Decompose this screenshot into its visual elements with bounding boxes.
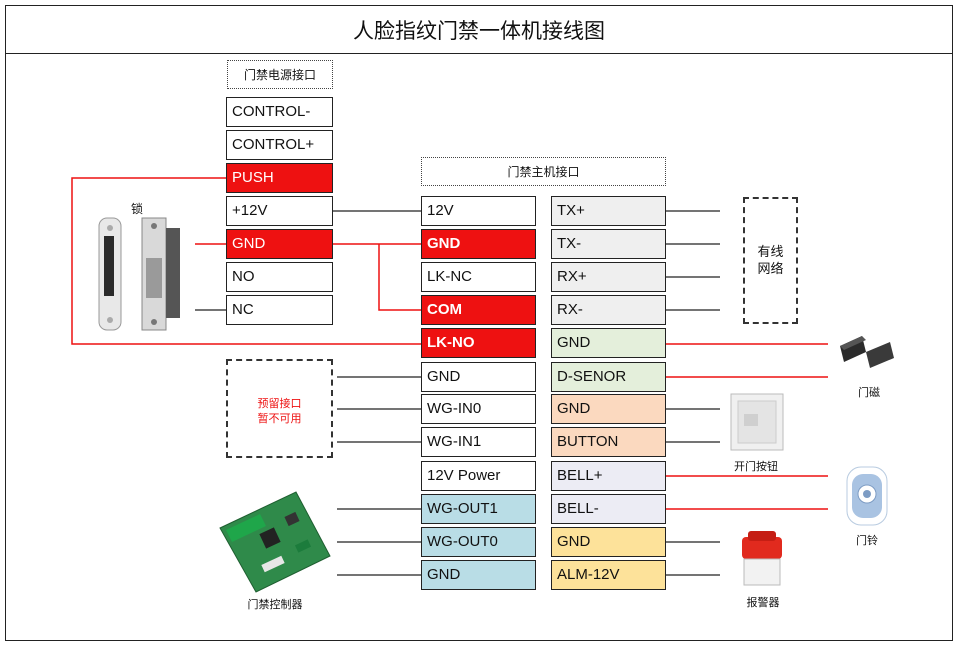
main-terminal-gnd-lock: GND	[421, 229, 536, 259]
exit-button-label: 开门按钮	[734, 460, 778, 473]
main-terminal-12v: 12V	[421, 196, 536, 226]
door-sensor-device	[840, 336, 894, 368]
lock-label: 锁	[131, 202, 144, 216]
main-terminal-tx-plus: TX+	[551, 196, 666, 226]
main-terminal-12v-power: 12V Power	[421, 461, 536, 491]
network-group-box	[743, 197, 798, 324]
reserved-group-box	[226, 359, 333, 458]
main-terminal-rx-plus: RX+	[551, 262, 666, 292]
main-interface-header: 门禁主机接口	[421, 157, 666, 186]
main-terminal-lk-no: LK-NO	[421, 328, 536, 358]
main-terminal-gnd-controller: GND	[421, 560, 536, 590]
main-terminal-alm-12v: ALM-12V	[551, 560, 666, 590]
main-terminal-bell-minus: BELL-	[551, 494, 666, 524]
main-terminal-tx-minus: TX-	[551, 229, 666, 259]
main-terminal-d-senor: D-SENOR	[551, 362, 666, 392]
power-terminal-nc: NC	[226, 295, 333, 325]
lock-device	[98, 217, 180, 331]
power-interface-header: 门禁电源接口	[227, 60, 333, 89]
power-terminal-control-minus: CONTROL-	[226, 97, 333, 127]
network-label: 有线网络	[757, 245, 784, 277]
main-terminal-wg-out0: WG-OUT0	[421, 527, 536, 557]
diagram-title: 人脸指纹门禁一体机接线图	[5, 5, 953, 54]
power-terminal-push: PUSH	[226, 163, 333, 193]
exit-button-device	[730, 393, 784, 451]
alarm-label: 报警器	[746, 596, 780, 609]
power-terminal-no: NO	[226, 262, 333, 292]
main-terminal-rx-minus: RX-	[551, 295, 666, 325]
door-sensor-label: 门磁	[858, 386, 880, 399]
power-terminal-control-plus: CONTROL+	[226, 130, 333, 160]
doorbell-device	[846, 466, 888, 526]
reserved-label: 预留接口暂不可用	[257, 397, 302, 425]
main-terminal-gnd-button: GND	[551, 394, 666, 424]
main-terminal-com: COM	[421, 295, 536, 325]
main-terminal-button: BUTTON	[551, 427, 666, 457]
main-terminal-gnd-reserved: GND	[421, 362, 536, 392]
doorbell-label: 门铃	[856, 534, 878, 547]
main-terminal-bell-plus: BELL+	[551, 461, 666, 491]
power-terminal-gnd: GND	[226, 229, 333, 259]
main-terminal-gnd-sensor: GND	[551, 328, 666, 358]
main-terminal-wg-in1: WG-IN1	[421, 427, 536, 457]
main-terminal-gnd-alarm: GND	[551, 527, 666, 557]
power-terminal-12v: +12V	[226, 196, 333, 226]
main-terminal-wg-out1: WG-OUT1	[421, 494, 536, 524]
controller-board-device	[219, 491, 331, 593]
controller-label: 门禁控制器	[247, 598, 303, 611]
main-terminal-lk-nc: LK-NC	[421, 262, 536, 292]
main-terminal-wg-in0: WG-IN0	[421, 394, 536, 424]
alarm-device	[742, 531, 782, 586]
wire-push-lk-no	[71, 177, 421, 345]
wire-gnd-com	[378, 244, 421, 311]
